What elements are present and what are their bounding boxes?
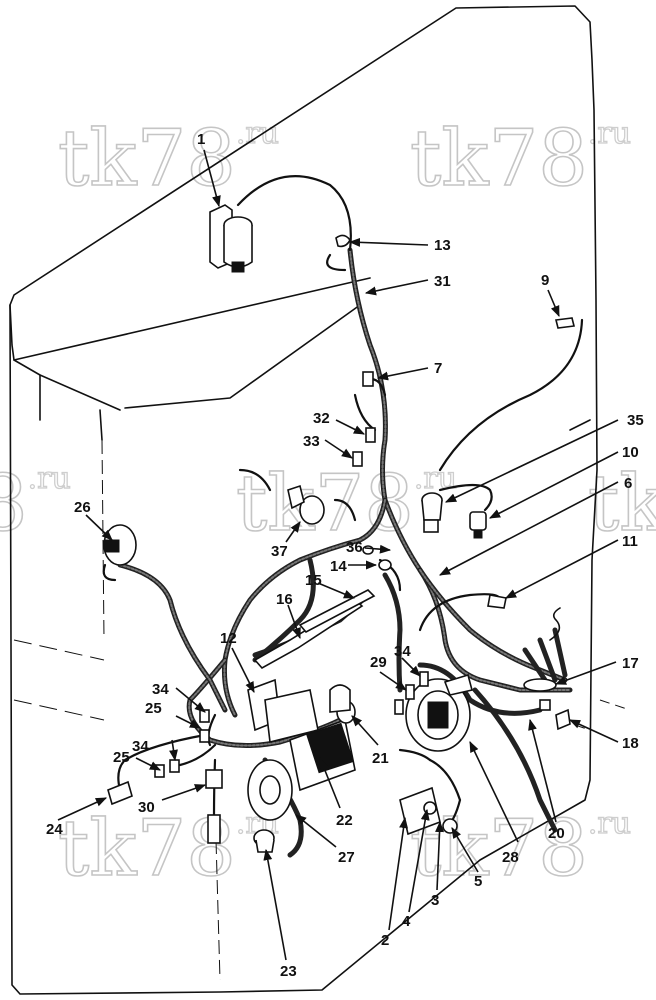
callout-17: 17 [622, 655, 639, 672]
callout-25: 25 [113, 749, 130, 766]
connector [405, 684, 415, 700]
connector [169, 759, 180, 773]
callout-29: 29 [370, 654, 387, 671]
callout-35: 35 [627, 412, 644, 429]
callout-14: 14 [330, 558, 347, 575]
callout-34: 34 [152, 681, 169, 698]
callout-10: 10 [622, 444, 639, 461]
ground-lug [487, 594, 507, 609]
main-harness [117, 247, 573, 858]
callout-3: 3 [431, 892, 439, 909]
callout-24: 24 [46, 821, 63, 838]
wire-clip [335, 234, 351, 248]
callout-34: 34 [394, 643, 411, 660]
watermark: tk78.ru [58, 114, 279, 204]
starter-motor [247, 689, 356, 821]
connector [362, 371, 374, 387]
callout-6: 6 [624, 475, 632, 492]
callout-20: 20 [548, 825, 565, 842]
grommet [523, 678, 557, 692]
pressure-switch [469, 511, 487, 539]
connector [362, 545, 374, 555]
callout-22: 22 [336, 812, 353, 829]
sender-unit [421, 492, 443, 533]
callout-23: 23 [280, 963, 297, 980]
parts [103, 204, 575, 853]
callout-37: 37 [271, 543, 288, 560]
connector [154, 764, 165, 778]
connector [378, 559, 392, 571]
compartment-outline [9, 5, 631, 995]
callout-31: 31 [434, 273, 451, 290]
callout-2: 2 [381, 932, 389, 949]
bracket-rail [298, 589, 376, 634]
horn [287, 484, 325, 525]
watermark: tk7 [588, 459, 656, 549]
watermark: 8.ru [0, 459, 71, 549]
sensor [555, 317, 575, 329]
connector [199, 729, 210, 743]
watermark: tk78.ru [410, 114, 631, 204]
callout-36: 36 [346, 539, 363, 556]
callout-labels: 1 2 3 4 5 6 7 9 10 11 12 13 14 15 16 17 … [46, 131, 644, 980]
callout-16: 16 [276, 591, 293, 608]
sender [205, 769, 223, 844]
clip [555, 708, 571, 731]
alternator [405, 673, 473, 752]
relay-solenoid [209, 204, 253, 273]
connector [419, 671, 429, 687]
connector [394, 699, 404, 715]
callout-5: 5 [474, 873, 482, 890]
gauge [103, 524, 137, 566]
callout-15: 15 [305, 572, 322, 589]
callout-32: 32 [313, 410, 330, 427]
callout-12: 12 [220, 630, 237, 647]
callout-33: 33 [303, 433, 320, 450]
callout-13: 13 [434, 237, 451, 254]
callout-27: 27 [338, 849, 355, 866]
cable-end [539, 699, 551, 711]
callout-21: 21 [372, 750, 389, 767]
watermark: tk78.ru [58, 804, 279, 894]
callout-30: 30 [138, 799, 155, 816]
callout-18: 18 [622, 735, 639, 752]
connector [365, 427, 376, 443]
callout-9: 9 [541, 272, 549, 289]
fitting [253, 829, 275, 853]
callout-34: 34 [132, 738, 149, 755]
callout-28: 28 [502, 849, 519, 866]
connector [352, 451, 363, 467]
watermark: tk78.ru [410, 804, 631, 894]
leader-lines [57, 149, 619, 961]
cable-clamp [329, 684, 351, 713]
callout-7: 7 [434, 360, 442, 377]
callout-25: 25 [145, 700, 162, 717]
cable-loop [549, 607, 561, 641]
callout-4: 4 [402, 913, 411, 930]
sensor [107, 780, 133, 806]
callout-11: 11 [622, 533, 638, 550]
callout-1: 1 [197, 131, 205, 148]
callout-26: 26 [74, 499, 91, 516]
